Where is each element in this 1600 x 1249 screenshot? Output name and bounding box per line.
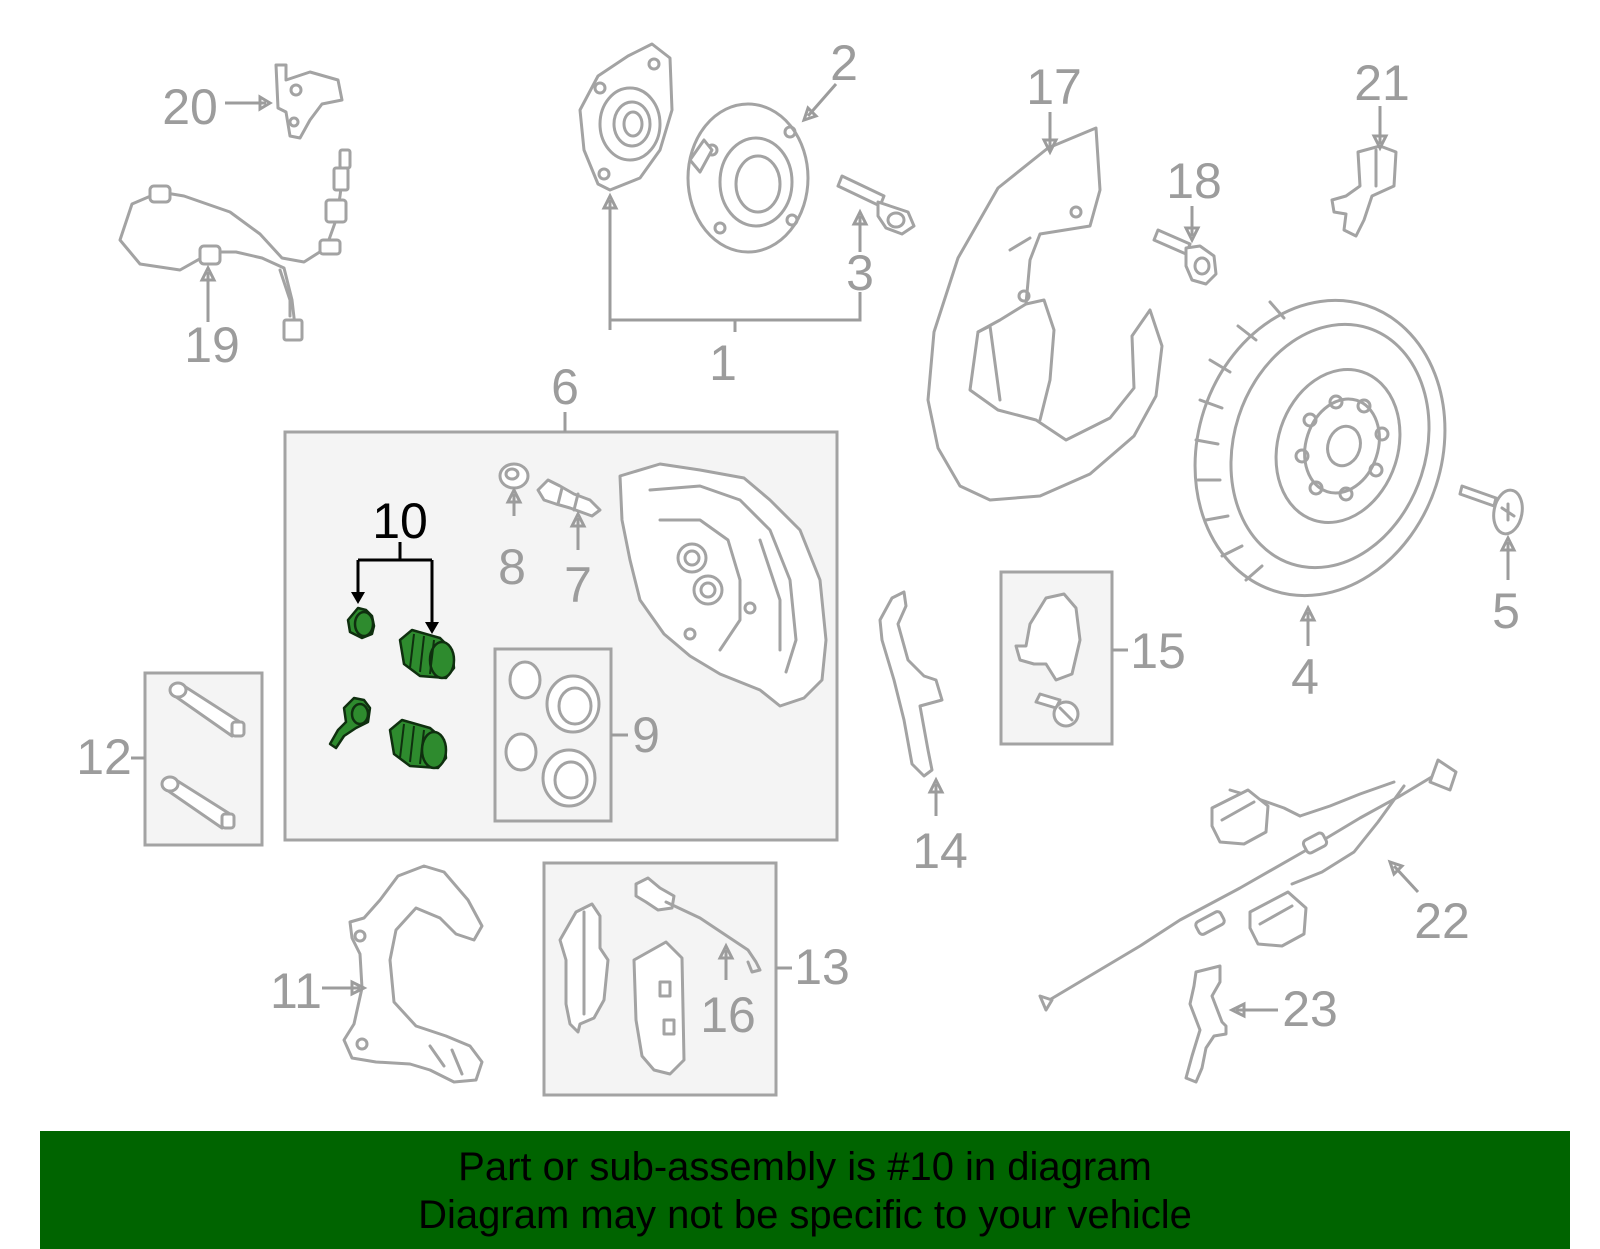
callout-21: 21: [1354, 55, 1410, 111]
part-15-pad-clip: [1014, 592, 1082, 728]
part-18-bolt: [1152, 228, 1218, 286]
part-5-rotor-screw: [1458, 484, 1524, 536]
callout-22: 22: [1414, 893, 1470, 949]
leader-part-10: [351, 542, 439, 634]
part-21-abs-sensor: [1330, 144, 1398, 238]
callout-17: 17: [1026, 59, 1082, 115]
part-10-highlighted-guide-kit: [328, 606, 456, 770]
banner-line-disclaimer: Diagram may not be specific to your vehi…: [418, 1193, 1192, 1237]
callout-20: 20: [162, 79, 218, 135]
part-16-wear-sensor: [634, 876, 762, 974]
callout-23: 23: [1282, 981, 1338, 1037]
callout-11: 11: [270, 963, 322, 1019]
part-10-guide-bolt-upper: [346, 606, 376, 640]
part-3-hub-bolt: [836, 174, 916, 236]
part-13-brake-pads: [558, 902, 686, 1076]
part-7-bleeder-valve: [536, 478, 602, 518]
part-2-wheel-hub: [686, 102, 810, 254]
part-20-bracket: [274, 63, 344, 140]
part-10-guide-bolt-lower: [328, 696, 372, 750]
callout-19: 19: [184, 317, 240, 373]
callout-16: 16: [700, 987, 756, 1043]
callout-6: 6: [551, 359, 579, 415]
callout-7: 7: [564, 557, 592, 613]
callout-9: 9: [632, 707, 660, 763]
callout-14: 14: [912, 823, 968, 879]
part-23-bracket: [1184, 964, 1228, 1084]
callout-5: 5: [1492, 583, 1520, 639]
callout-13: 13: [794, 939, 850, 995]
part-14-spring-clip: [878, 590, 944, 778]
part-22-sensor-harness: [1038, 758, 1458, 1012]
info-banner: Part or sub-assembly is #10 in diagram D…: [40, 1131, 1570, 1249]
callout-10: 10: [372, 493, 428, 549]
callout-labels: 1 2 3 4 5 6 7 8 9 10 11 12 13 14 15 16 1…: [76, 35, 1520, 1043]
callout-18: 18: [1166, 153, 1222, 209]
callout-8: 8: [498, 539, 526, 595]
part-9-seal-kit: [504, 660, 601, 808]
callout-3: 3: [846, 245, 874, 301]
part-8-bushing: [498, 462, 530, 490]
banner-line-part-number: Part or sub-assembly is #10 in diagram: [458, 1145, 1152, 1189]
part-11-caliper-bracket: [342, 864, 484, 1084]
part-19-brake-hose: [118, 148, 352, 342]
part-4-brake-rotor: [1193, 298, 1447, 598]
part-10-guide-sleeve-upper: [398, 628, 456, 680]
callout-4: 4: [1291, 649, 1319, 705]
callout-1: 1: [709, 335, 737, 391]
part-12-guide-pins: [160, 681, 246, 830]
callout-12: 12: [76, 729, 132, 785]
part-1-wheel-bearing: [578, 42, 674, 192]
callout-15: 15: [1130, 623, 1186, 679]
callout-2: 2: [830, 35, 858, 91]
part-10-guide-sleeve-lower: [388, 718, 448, 770]
caliper-body: [618, 462, 828, 708]
leader-lines: [131, 83, 1517, 1019]
part-17-splash-shield: [926, 126, 1164, 502]
